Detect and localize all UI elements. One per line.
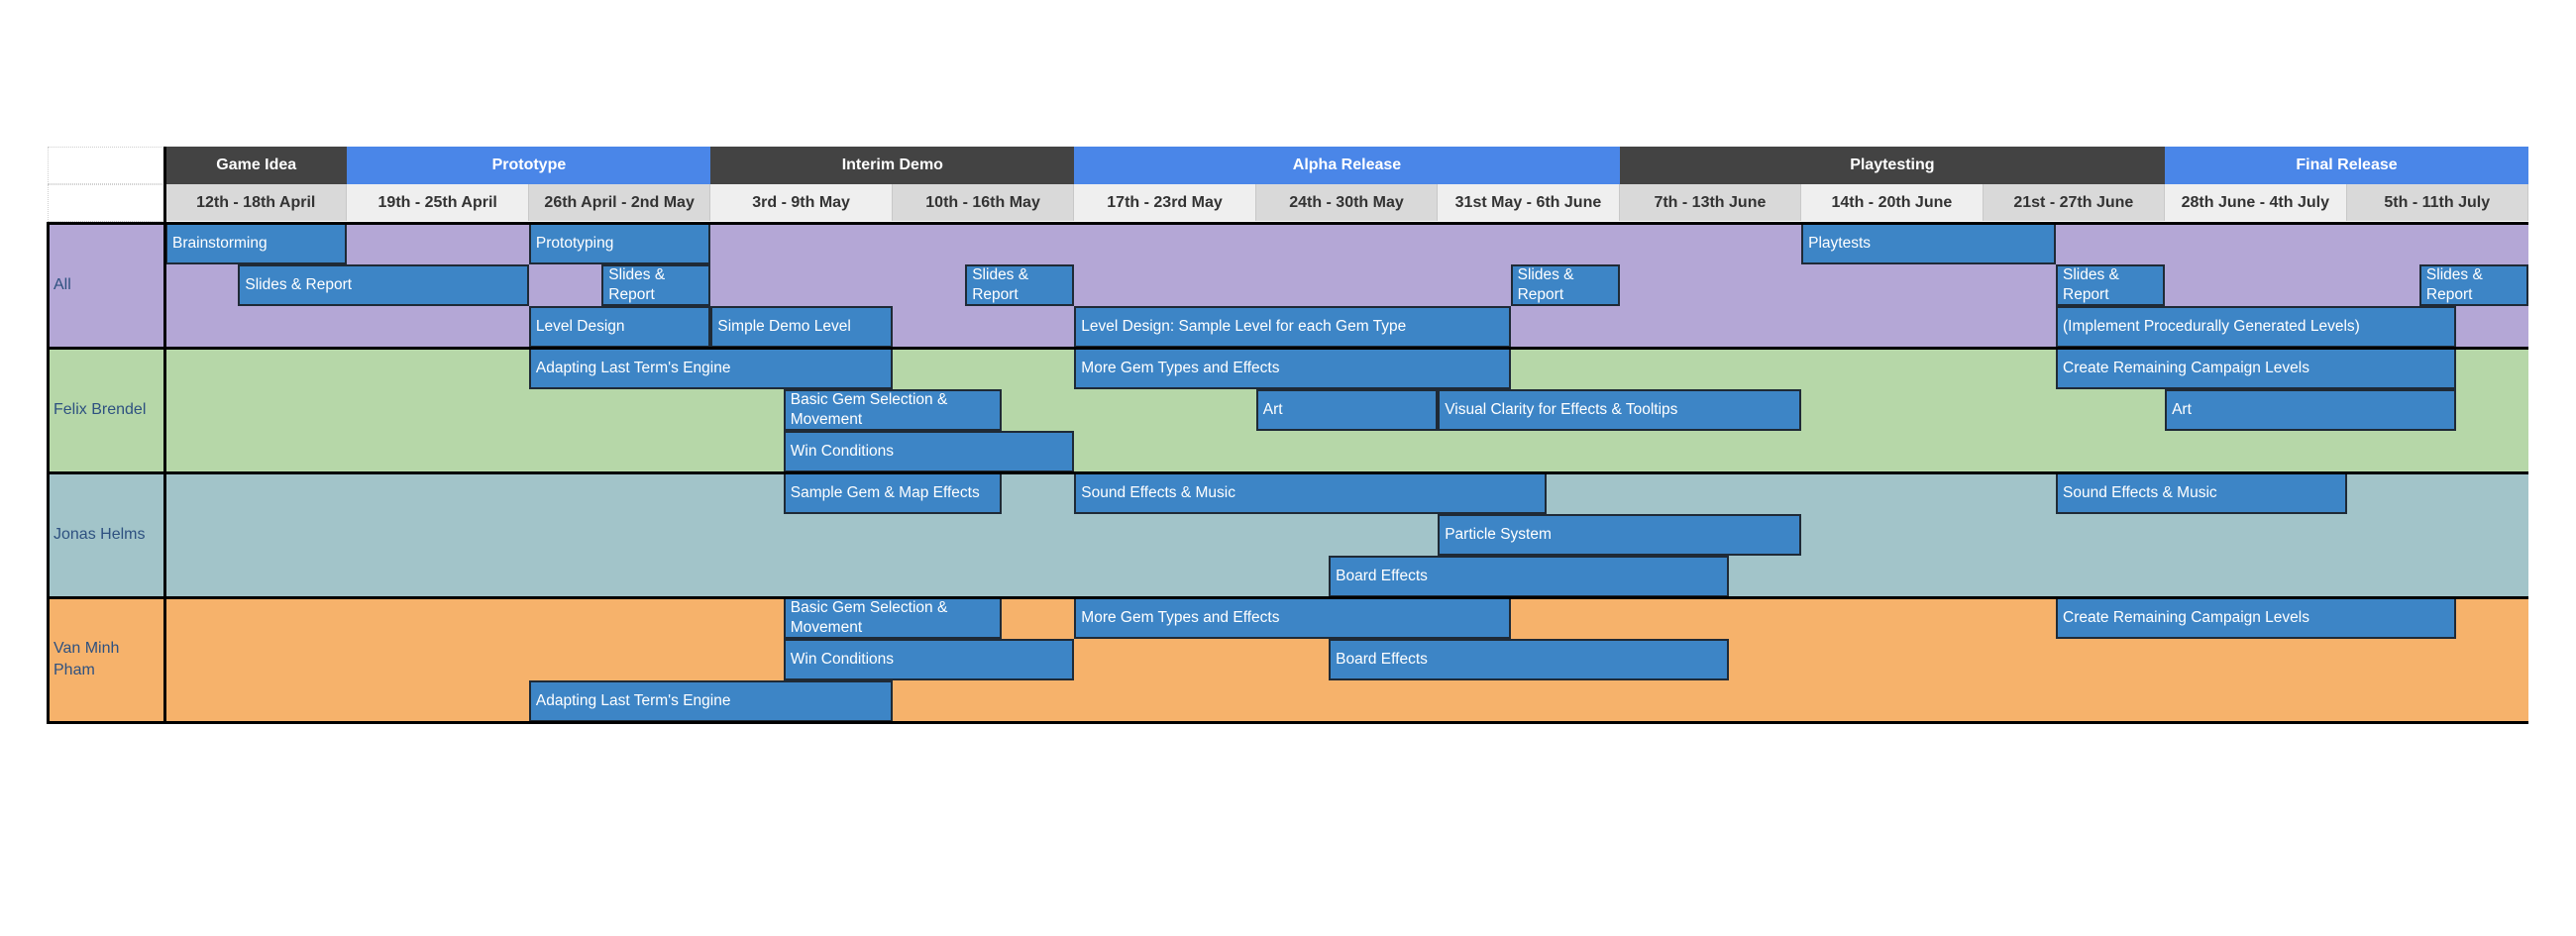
task-bar[interactable]: Sound Effects & Music: [1074, 472, 1548, 514]
phase-header: Final Release: [2165, 147, 2528, 184]
group-divider: [48, 721, 2528, 724]
task-bar[interactable]: Art: [2165, 389, 2456, 431]
task-bar[interactable]: Board Effects: [1329, 556, 1729, 597]
week-header: 12th - 18th April: [165, 184, 348, 221]
group-label: All: [54, 276, 71, 293]
task-bar[interactable]: Art: [1255, 389, 1439, 431]
task-bar[interactable]: More Gem Types and Effects: [1074, 348, 1511, 389]
task-bar[interactable]: Level Design: [528, 306, 711, 348]
task-bar[interactable]: Slides & Report: [965, 264, 1075, 306]
group-label: Van Minh Pham: [54, 640, 120, 678]
task-bar[interactable]: Win Conditions: [783, 431, 1075, 472]
task-bar[interactable]: Slides & Report: [601, 264, 711, 306]
group-divider: [48, 471, 2528, 474]
phase-header: Interim Demo: [710, 147, 1075, 184]
task-bar[interactable]: Slides & Report: [2056, 264, 2166, 306]
task-bar[interactable]: Sample Gem & Map Effects: [783, 472, 1002, 514]
header-corner-bottom: [48, 184, 164, 222]
week-header: 24th - 30th May: [1255, 184, 1439, 221]
task-bar[interactable]: Basic Gem Selection & Movement: [783, 597, 1002, 639]
task-bar[interactable]: Playtests: [1801, 223, 2056, 264]
week-header: 31st May - 6th June: [1438, 184, 1620, 221]
task-bar[interactable]: Particle System: [1438, 514, 1802, 556]
group-divider: [48, 222, 2528, 225]
task-bar[interactable]: Adapting Last Term's Engine: [528, 348, 893, 389]
task-bar[interactable]: Slides & Report: [1510, 264, 1620, 306]
task-bar[interactable]: More Gem Types and Effects: [1074, 597, 1511, 639]
task-bar[interactable]: Brainstorming: [165, 223, 348, 264]
week-header: 26th April - 2nd May: [528, 184, 711, 221]
phase-header: Prototype: [347, 147, 711, 184]
phase-header: Alpha Release: [1074, 147, 1620, 184]
task-bar[interactable]: Adapting Last Term's Engine: [528, 680, 893, 722]
phase-header: Playtesting: [1619, 147, 2166, 184]
week-header: 5th - 11th July: [2346, 184, 2528, 221]
task-bar[interactable]: Sound Effects & Music: [2056, 472, 2347, 514]
week-header: 17th - 23rd May: [1074, 184, 1256, 221]
task-bar[interactable]: Level Design: Sample Level for each Gem …: [1074, 306, 1511, 348]
week-header: 19th - 25th April: [347, 184, 529, 221]
week-header: 28th June - 4th July: [2165, 184, 2347, 221]
week-header: 3rd - 9th May: [710, 184, 893, 221]
task-bar[interactable]: Prototyping: [528, 223, 711, 264]
task-bar[interactable]: Win Conditions: [783, 639, 1075, 680]
group-divider: [48, 596, 2528, 599]
task-bar[interactable]: Basic Gem Selection & Movement: [783, 389, 1002, 431]
group-label: Jonas Helms: [54, 526, 146, 543]
task-bar[interactable]: Visual Clarity for Effects & Tooltips: [1438, 389, 1802, 431]
group-divider: [48, 347, 2528, 350]
label-column-divider: [163, 147, 166, 724]
task-bar[interactable]: (Implement Procedurally Generated Levels…: [2056, 306, 2456, 348]
task-bar[interactable]: Create Remaining Campaign Levels: [2056, 597, 2456, 639]
task-bar[interactable]: Slides & Report: [238, 264, 529, 306]
group-label: Felix Brendel: [54, 401, 147, 418]
task-bar[interactable]: Slides & Report: [2418, 264, 2528, 306]
task-bar[interactable]: Create Remaining Campaign Levels: [2056, 348, 2456, 389]
task-bar[interactable]: Simple Demo Level: [710, 306, 893, 348]
week-header: 14th - 20th June: [1801, 184, 1984, 221]
task-bar[interactable]: Board Effects: [1329, 639, 1729, 680]
week-header: 7th - 13th June: [1619, 184, 1802, 221]
week-header: 10th - 16th May: [892, 184, 1075, 221]
week-header: 21st - 27th June: [1983, 184, 2166, 221]
table-left-border: [47, 222, 50, 724]
header-corner-top: [48, 147, 164, 184]
phase-header: Game Idea: [165, 147, 348, 184]
